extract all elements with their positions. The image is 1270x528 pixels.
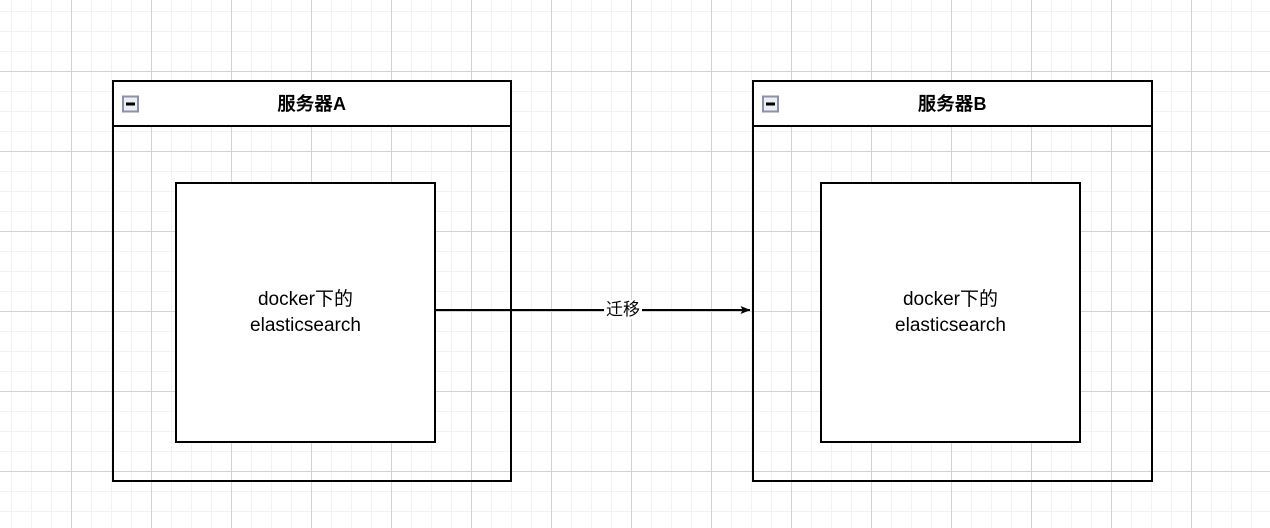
service-node-docker-elasticsearch-b[interactable]: docker下的 elasticsearch: [820, 182, 1081, 443]
minus-icon[interactable]: [122, 95, 139, 112]
container-header-server-a: 服务器A: [114, 82, 510, 127]
service-label-b: docker下的 elasticsearch: [895, 288, 1006, 336]
container-server-b[interactable]: 服务器B docker下的 elasticsearch: [752, 80, 1153, 482]
container-body-server-a: docker下的 elasticsearch: [114, 127, 510, 480]
service-label-a: docker下的 elasticsearch: [250, 288, 361, 336]
container-server-a[interactable]: 服务器A docker下的 elasticsearch: [112, 80, 512, 482]
service-node-docker-elasticsearch-a[interactable]: docker下的 elasticsearch: [175, 182, 436, 443]
container-title-server-b: 服务器B: [918, 93, 987, 114]
container-body-server-b: docker下的 elasticsearch: [754, 127, 1151, 480]
container-title-server-a: 服务器A: [277, 93, 347, 114]
container-header-server-b: 服务器B: [754, 82, 1151, 127]
minus-icon[interactable]: [762, 95, 779, 112]
edge-label-migrate: 迁移: [604, 300, 642, 319]
minus-icon-bar: [766, 102, 775, 105]
minus-icon-bar: [126, 102, 135, 105]
